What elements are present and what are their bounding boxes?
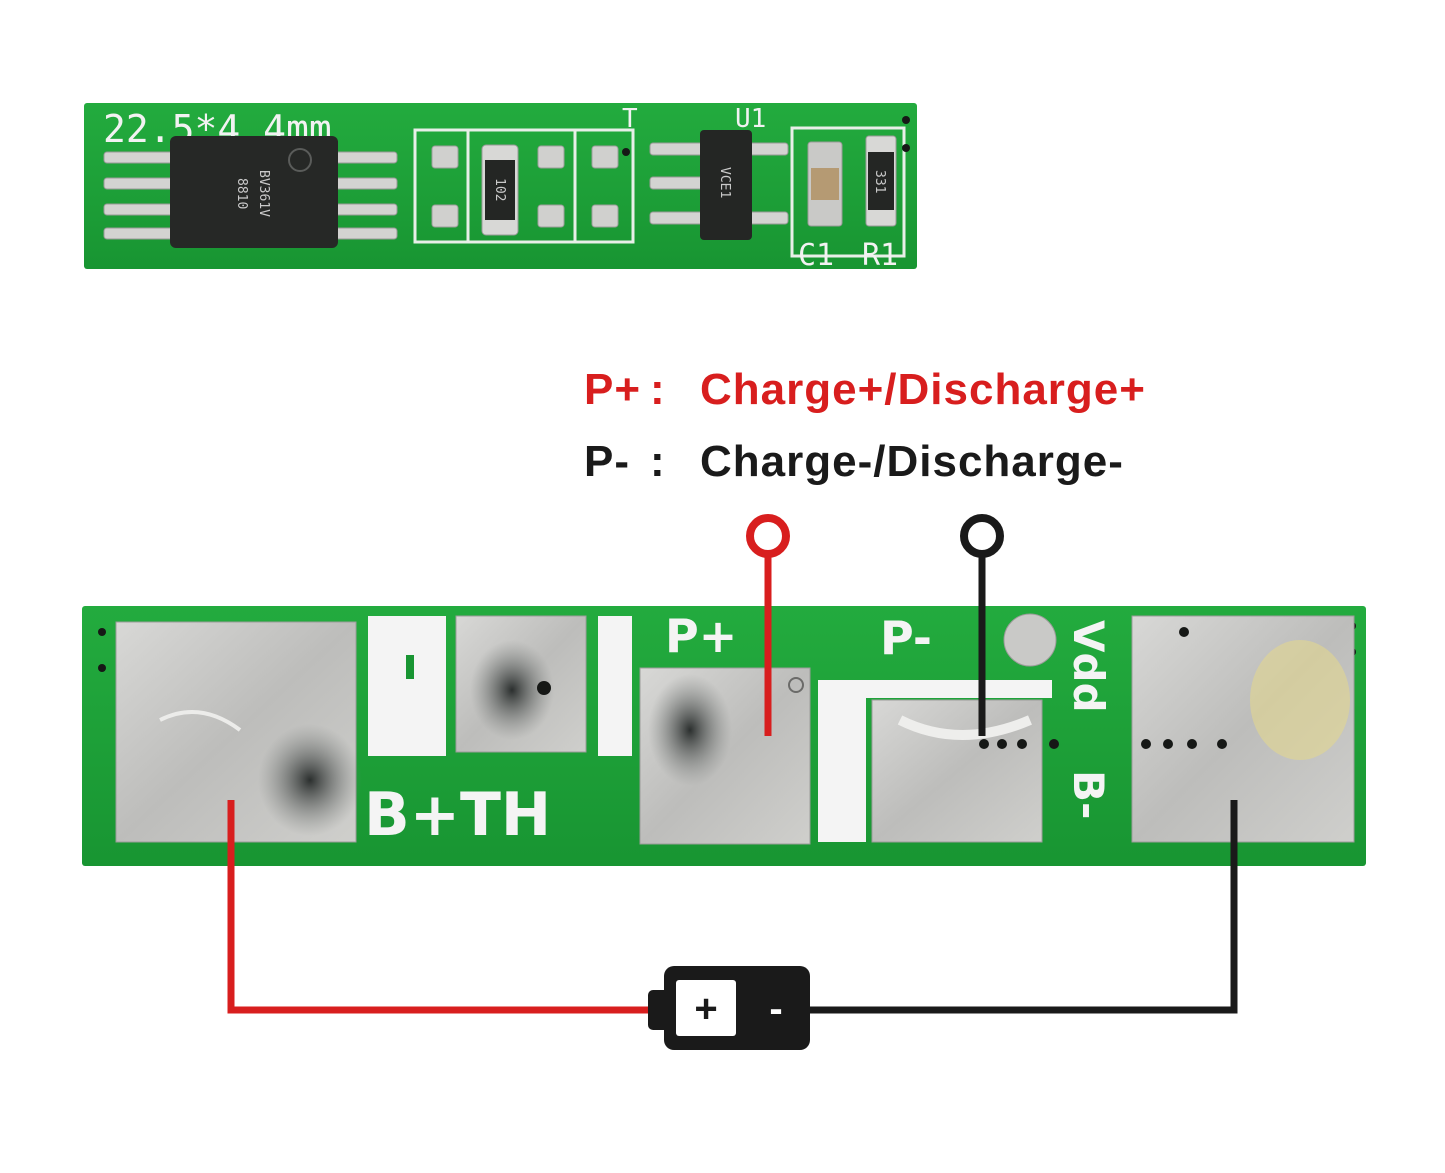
ic-date-code: 8810 — [234, 178, 249, 209]
label-u1: U1 — [735, 104, 766, 134]
legend-p-plus-term: P+ — [584, 365, 641, 414]
protection-ic: BV361V 8810 — [103, 136, 398, 248]
via-hole-3 — [902, 144, 910, 152]
resistor-102: 102 — [481, 144, 519, 236]
via-hole — [622, 148, 630, 156]
label-b-minus: B- — [1064, 770, 1113, 819]
component-outlines — [413, 126, 906, 258]
top-pcb-board: 22.5*4.4mm BV361V 8810 — [84, 103, 917, 273]
smd-pads — [431, 145, 619, 228]
legend-p-minus-desc: Charge-/Discharge- — [700, 437, 1124, 486]
bottom-pcb-board: P+ P- Vdd B- — [82, 606, 1366, 866]
resistor-r1-mark: 331 — [872, 170, 887, 193]
silkscreen-notch — [406, 655, 414, 679]
resistor-r1: 331 — [865, 135, 897, 227]
legend-p-minus-term: P- — [584, 437, 630, 486]
pad-b-plus — [115, 621, 362, 843]
via-hole-8 — [1049, 739, 1059, 749]
p-plus-terminal-icon — [746, 514, 790, 558]
legend-p-plus-desc: Charge+/Discharge+ — [700, 365, 1146, 414]
pad-p-minus — [871, 699, 1043, 843]
mosfet-u1: VCE1 — [649, 130, 789, 240]
capacitor-c1 — [807, 141, 843, 227]
pad-middle — [455, 615, 587, 753]
battery-positive-wire — [227, 800, 650, 1014]
battery-negative-wire — [808, 800, 1238, 1014]
resistor-102-mark: 102 — [492, 178, 507, 201]
terminal-legend: P+ : Charge+/Discharge+ P- : Charge-/Dis… — [584, 365, 1146, 486]
legend-p-minus-sep: : — [650, 437, 666, 486]
label-p-plus: P+ — [665, 609, 737, 663]
label-c1: C1 — [798, 238, 834, 273]
ic-logo-icon — [288, 148, 312, 172]
silkscreen-l-shape — [818, 680, 1052, 842]
protection-ic-body — [170, 136, 338, 248]
legend-p-plus-sep: : — [650, 365, 666, 414]
via-hole-2 — [902, 116, 910, 124]
battery-positive-half — [676, 980, 736, 1036]
test-point — [1003, 613, 1057, 667]
label-vdd: Vdd — [1064, 620, 1113, 713]
wiring — [227, 514, 1238, 1014]
label-r1: R1 — [862, 238, 898, 273]
ic-part-number: BV361V — [256, 170, 271, 217]
via-hole-5 — [98, 664, 106, 672]
p-minus-terminal-icon — [960, 514, 1004, 558]
mosfet-mark: VCE1 — [717, 167, 732, 198]
battery-minus-symbol: - — [769, 987, 782, 1031]
label-b-plus-th: B+TH — [364, 780, 551, 850]
label-p-minus: P- — [880, 611, 932, 665]
battery-plus-symbol: + — [694, 987, 717, 1031]
silkscreen-block-1 — [368, 616, 446, 756]
pad-b-minus — [1131, 615, 1355, 843]
via-hole-4 — [98, 628, 106, 636]
label-t: T — [622, 104, 638, 134]
battery-icon: + - — [648, 966, 810, 1050]
pad-p-plus — [639, 667, 811, 845]
silkscreen-block-2 — [598, 616, 632, 756]
